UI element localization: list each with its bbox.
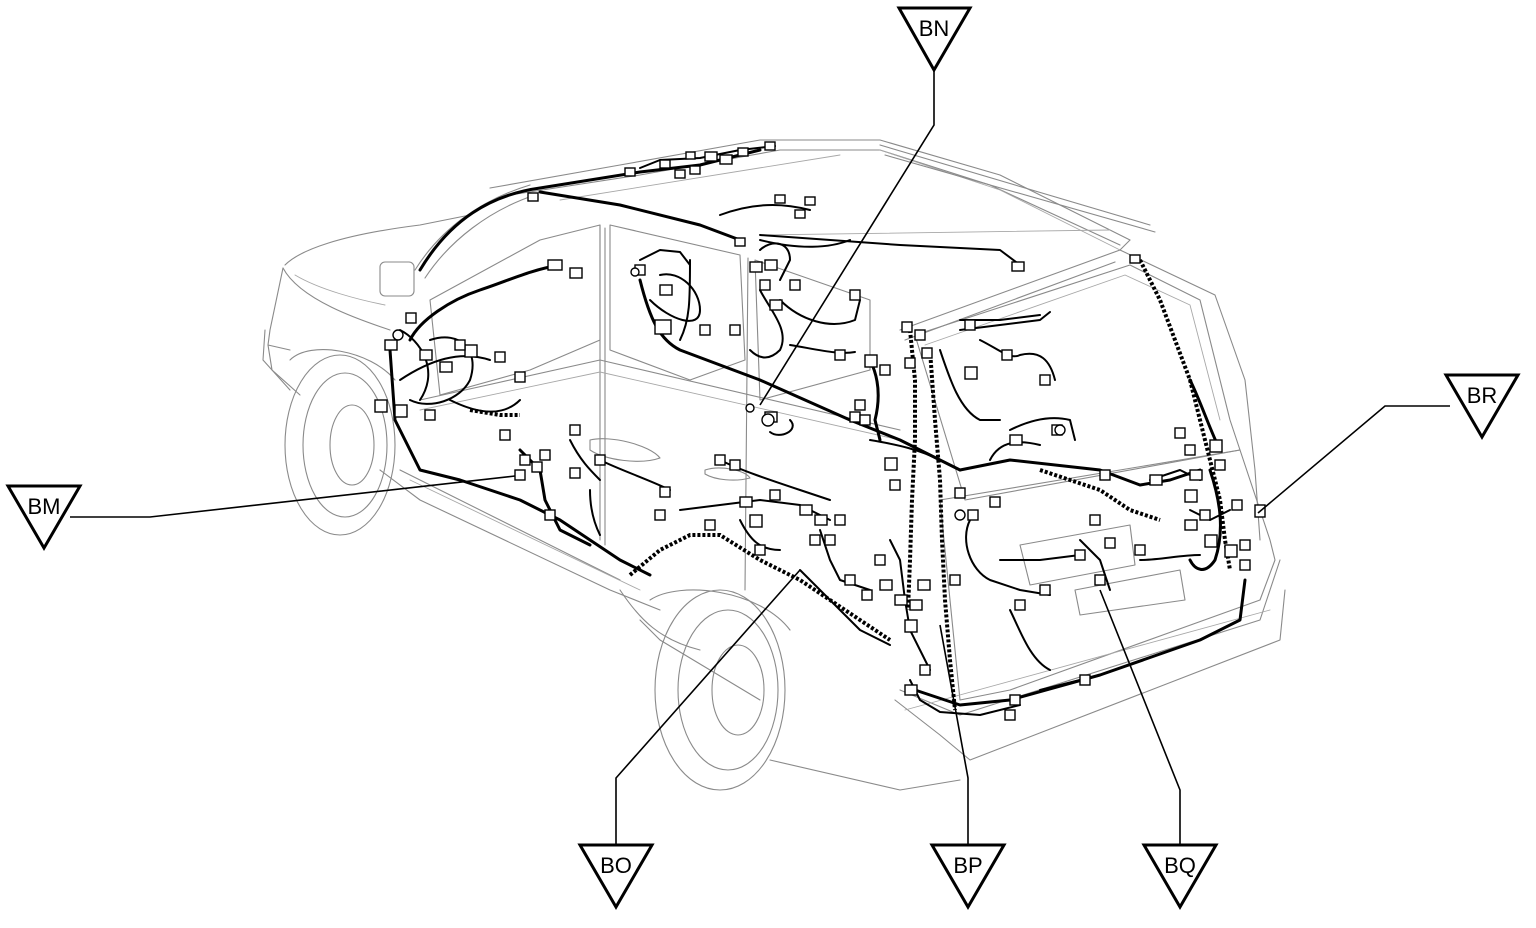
leader-bp [939, 624, 969, 845]
wire-harness [388, 145, 1247, 716]
callout-label: BP [953, 853, 982, 878]
callout-triangle [929, 843, 1007, 910]
callout-bm: BM [5, 484, 83, 551]
callout-bn: BN [896, 6, 973, 74]
callout-br: BR [1443, 373, 1521, 440]
callout-label: BM [28, 494, 61, 519]
callout-label: BR [1467, 383, 1498, 408]
callout-bo: BO [577, 843, 655, 910]
leader-bq [1099, 589, 1181, 845]
callout-triangle [896, 6, 973, 74]
leader-bo [615, 569, 801, 845]
rear-wheel [649, 589, 791, 791]
leader-bm [70, 475, 516, 518]
leader-br [1257, 405, 1450, 514]
callout-triangle [5, 484, 83, 551]
callout-triangle [1443, 373, 1521, 440]
leader-bn [759, 70, 935, 406]
callout-label: BO [600, 853, 632, 878]
vehicle-body [262, 139, 1286, 791]
callout-label: BQ [1164, 853, 1196, 878]
connectors [374, 141, 1266, 721]
callout-bq: BQ [1141, 843, 1219, 910]
leader-lines [70, 70, 1450, 845]
front-wheel [284, 349, 396, 536]
callout-label: BN [919, 16, 950, 41]
callout-triangle [577, 843, 655, 910]
callout-bp: BP [929, 843, 1007, 910]
callout-triangle [1141, 843, 1219, 910]
